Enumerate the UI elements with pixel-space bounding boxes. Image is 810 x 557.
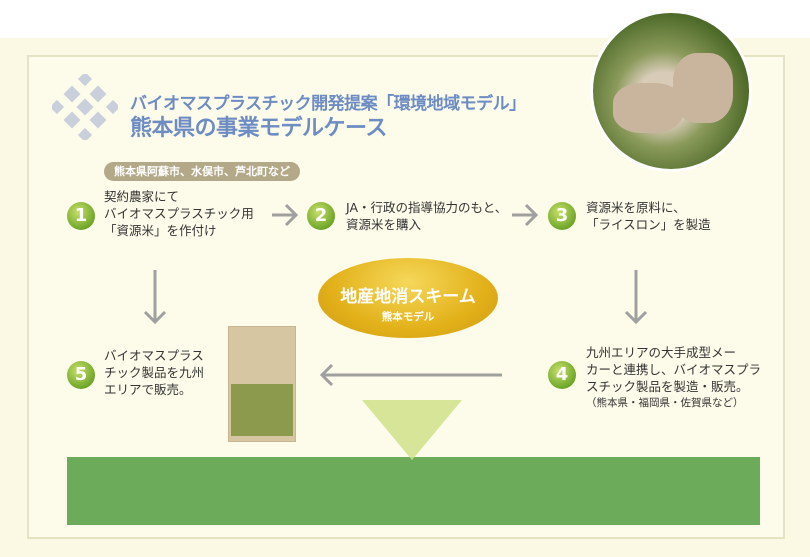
step-1-line: バイオマスプラスチック用: [104, 206, 254, 221]
arrow-down-icon: [624, 270, 648, 325]
step-5-text: バイオマスプラス チック製品を九州 エリアで販売。: [104, 347, 204, 398]
step-3-line: 「ライスロン」を製造: [586, 217, 711, 232]
arrow-right-icon: [272, 203, 299, 227]
step-1-badge: 1: [67, 202, 95, 230]
step-3-badge: 3: [548, 202, 576, 230]
down-triangle-icon: [362, 400, 462, 460]
title-line1: バイオマスプラスチック開発提案「環境地域モデル」: [130, 94, 526, 114]
step-2-line: JA・行政の指導協力のもと、: [346, 200, 508, 215]
step-2-line: 資源米を購入: [346, 217, 422, 232]
step-5-line: チック製品を九州: [104, 365, 205, 380]
step-2-badge: 2: [307, 202, 335, 230]
title-line2: 熊本県の事業モデルケース: [130, 116, 387, 141]
step-5-line: バイオマスプラス: [104, 348, 204, 363]
step-3-line: 資源米を原料に、: [586, 200, 686, 215]
step-3-text: 資源米を原料に、 「ライスロン」を製造: [586, 199, 711, 233]
step-4-note: （熊本県・福岡県・佐賀県など）: [586, 397, 744, 409]
step-5-badge: 5: [67, 361, 95, 389]
arrow-left-icon: [319, 363, 502, 387]
rice-hands-photo: [590, 10, 752, 172]
scheme-subtitle: 熊本モデル: [381, 311, 435, 323]
local-scheme-badge: 地産地消スキーム 熊本モデル: [318, 258, 498, 338]
step-4-line: スチック製品を製造・販売。: [586, 379, 749, 394]
step-4-text: 九州エリアの大手成型メー カーと連携し、バイオマスプラ スチック製品を製造・販売…: [586, 344, 761, 412]
step-1-line: 契約農家にて: [104, 189, 180, 204]
arrow-down-icon: [143, 270, 167, 325]
step-4-line: 九州エリアの大手成型メー: [586, 345, 737, 360]
region-tag: 熊本県阿蘇市、水俣市、芦北町など: [104, 162, 300, 181]
clear-holder-product-image: [228, 326, 296, 442]
step-2-text: JA・行政の指導協力のもと、 資源米を購入: [346, 199, 507, 233]
step-4-line: カーと連携し、バイオマスプラ: [586, 362, 762, 377]
green-footer-bar: [67, 457, 760, 525]
step-4-badge: 4: [548, 361, 576, 389]
arrow-right-icon: [512, 203, 539, 227]
cross-logo-icon: [52, 74, 118, 140]
step-1-line: 「資源米」を作付け: [104, 223, 217, 238]
step-5-line: エリアで販売。: [104, 382, 192, 397]
scheme-title: 地産地消スキーム: [340, 287, 476, 307]
step-1-text: 契約農家にて バイオマスプラスチック用 「資源米」を作付け: [104, 188, 254, 239]
